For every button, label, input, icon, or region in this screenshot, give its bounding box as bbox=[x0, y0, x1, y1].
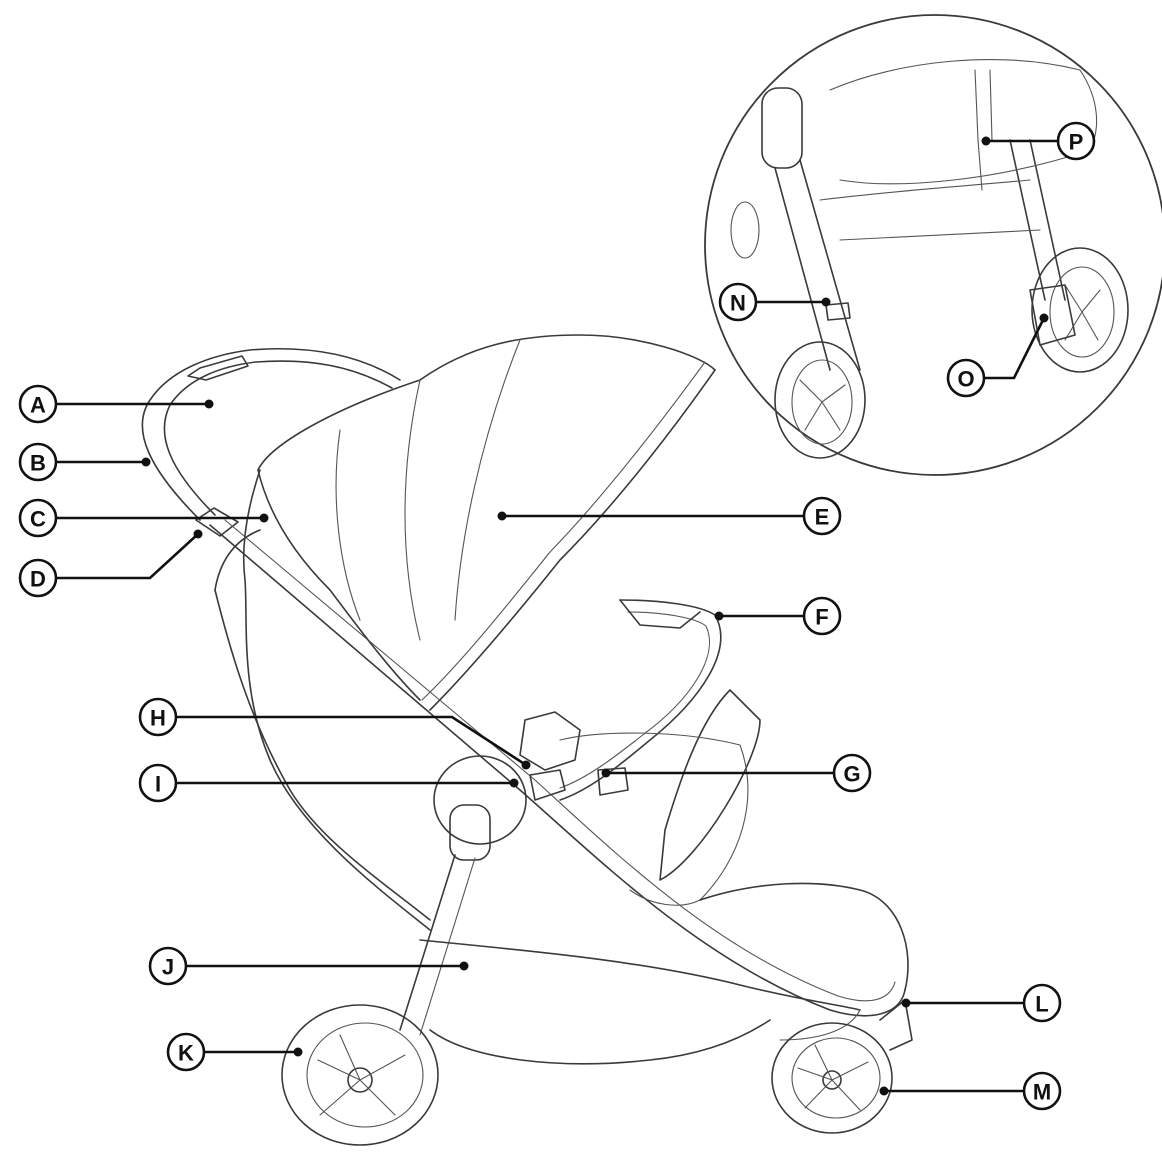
callout-n: N bbox=[718, 282, 758, 322]
callout-e: E bbox=[802, 496, 842, 536]
callout-m: M bbox=[1022, 1071, 1062, 1111]
leader-h bbox=[176, 715, 527, 767]
rear-leg bbox=[399, 854, 456, 1031]
callout-b: B bbox=[18, 442, 58, 482]
callout-o: O bbox=[946, 358, 986, 398]
callout-h-label: H bbox=[150, 706, 166, 731]
callout-j: J bbox=[148, 946, 188, 986]
callout-badges: A B C D E F G H bbox=[18, 121, 1096, 1111]
callout-n-label: N bbox=[730, 291, 746, 316]
stroller-illustration bbox=[141, 334, 913, 1146]
callout-d: D bbox=[18, 558, 58, 598]
callout-g: G bbox=[832, 753, 872, 793]
callout-f: F bbox=[802, 596, 842, 636]
callout-h: H bbox=[138, 697, 178, 737]
seat-cushion bbox=[559, 732, 749, 906]
callout-i: I bbox=[138, 763, 178, 803]
frame-tube bbox=[209, 524, 906, 1017]
callout-l: L bbox=[1022, 983, 1062, 1023]
frame-hinge bbox=[433, 755, 527, 861]
callout-l-label: L bbox=[1035, 992, 1048, 1017]
callout-p-label: P bbox=[1069, 130, 1084, 155]
leader-d bbox=[56, 533, 199, 580]
front-wheel bbox=[771, 999, 913, 1134]
callout-j-label: J bbox=[162, 955, 174, 980]
harness-buckle bbox=[519, 711, 629, 801]
callout-e-label: E bbox=[815, 505, 830, 530]
callout-f-label: F bbox=[815, 605, 828, 630]
callout-i-label: I bbox=[155, 772, 161, 797]
callout-g-label: G bbox=[843, 762, 860, 787]
callout-b-label: B bbox=[30, 451, 46, 476]
inset-circle bbox=[704, 14, 1162, 476]
callout-a-label: A bbox=[30, 393, 46, 418]
rear-wheel bbox=[281, 1004, 439, 1146]
handlebar bbox=[141, 347, 401, 521]
callout-c: C bbox=[18, 498, 58, 538]
callout-k-label: K bbox=[178, 1041, 194, 1066]
callout-c-label: C bbox=[30, 507, 46, 532]
callout-p: P bbox=[1056, 121, 1096, 161]
callout-k: K bbox=[166, 1032, 206, 1072]
callout-leaders bbox=[56, 136, 1058, 1096]
callout-d-label: D bbox=[30, 567, 46, 592]
seat-unit bbox=[214, 469, 761, 931]
callout-a: A bbox=[18, 384, 58, 424]
fold-lever bbox=[195, 507, 239, 537]
callout-m-label: M bbox=[1033, 1080, 1051, 1105]
basket bbox=[419, 939, 861, 1065]
leader-o bbox=[984, 317, 1046, 380]
front-shell bbox=[699, 882, 909, 991]
detail-inset bbox=[704, 14, 1162, 476]
canopy bbox=[257, 334, 716, 711]
callout-o-label: O bbox=[957, 367, 974, 392]
bumper-bar bbox=[559, 599, 722, 801]
inset-illustration bbox=[730, 59, 1129, 459]
